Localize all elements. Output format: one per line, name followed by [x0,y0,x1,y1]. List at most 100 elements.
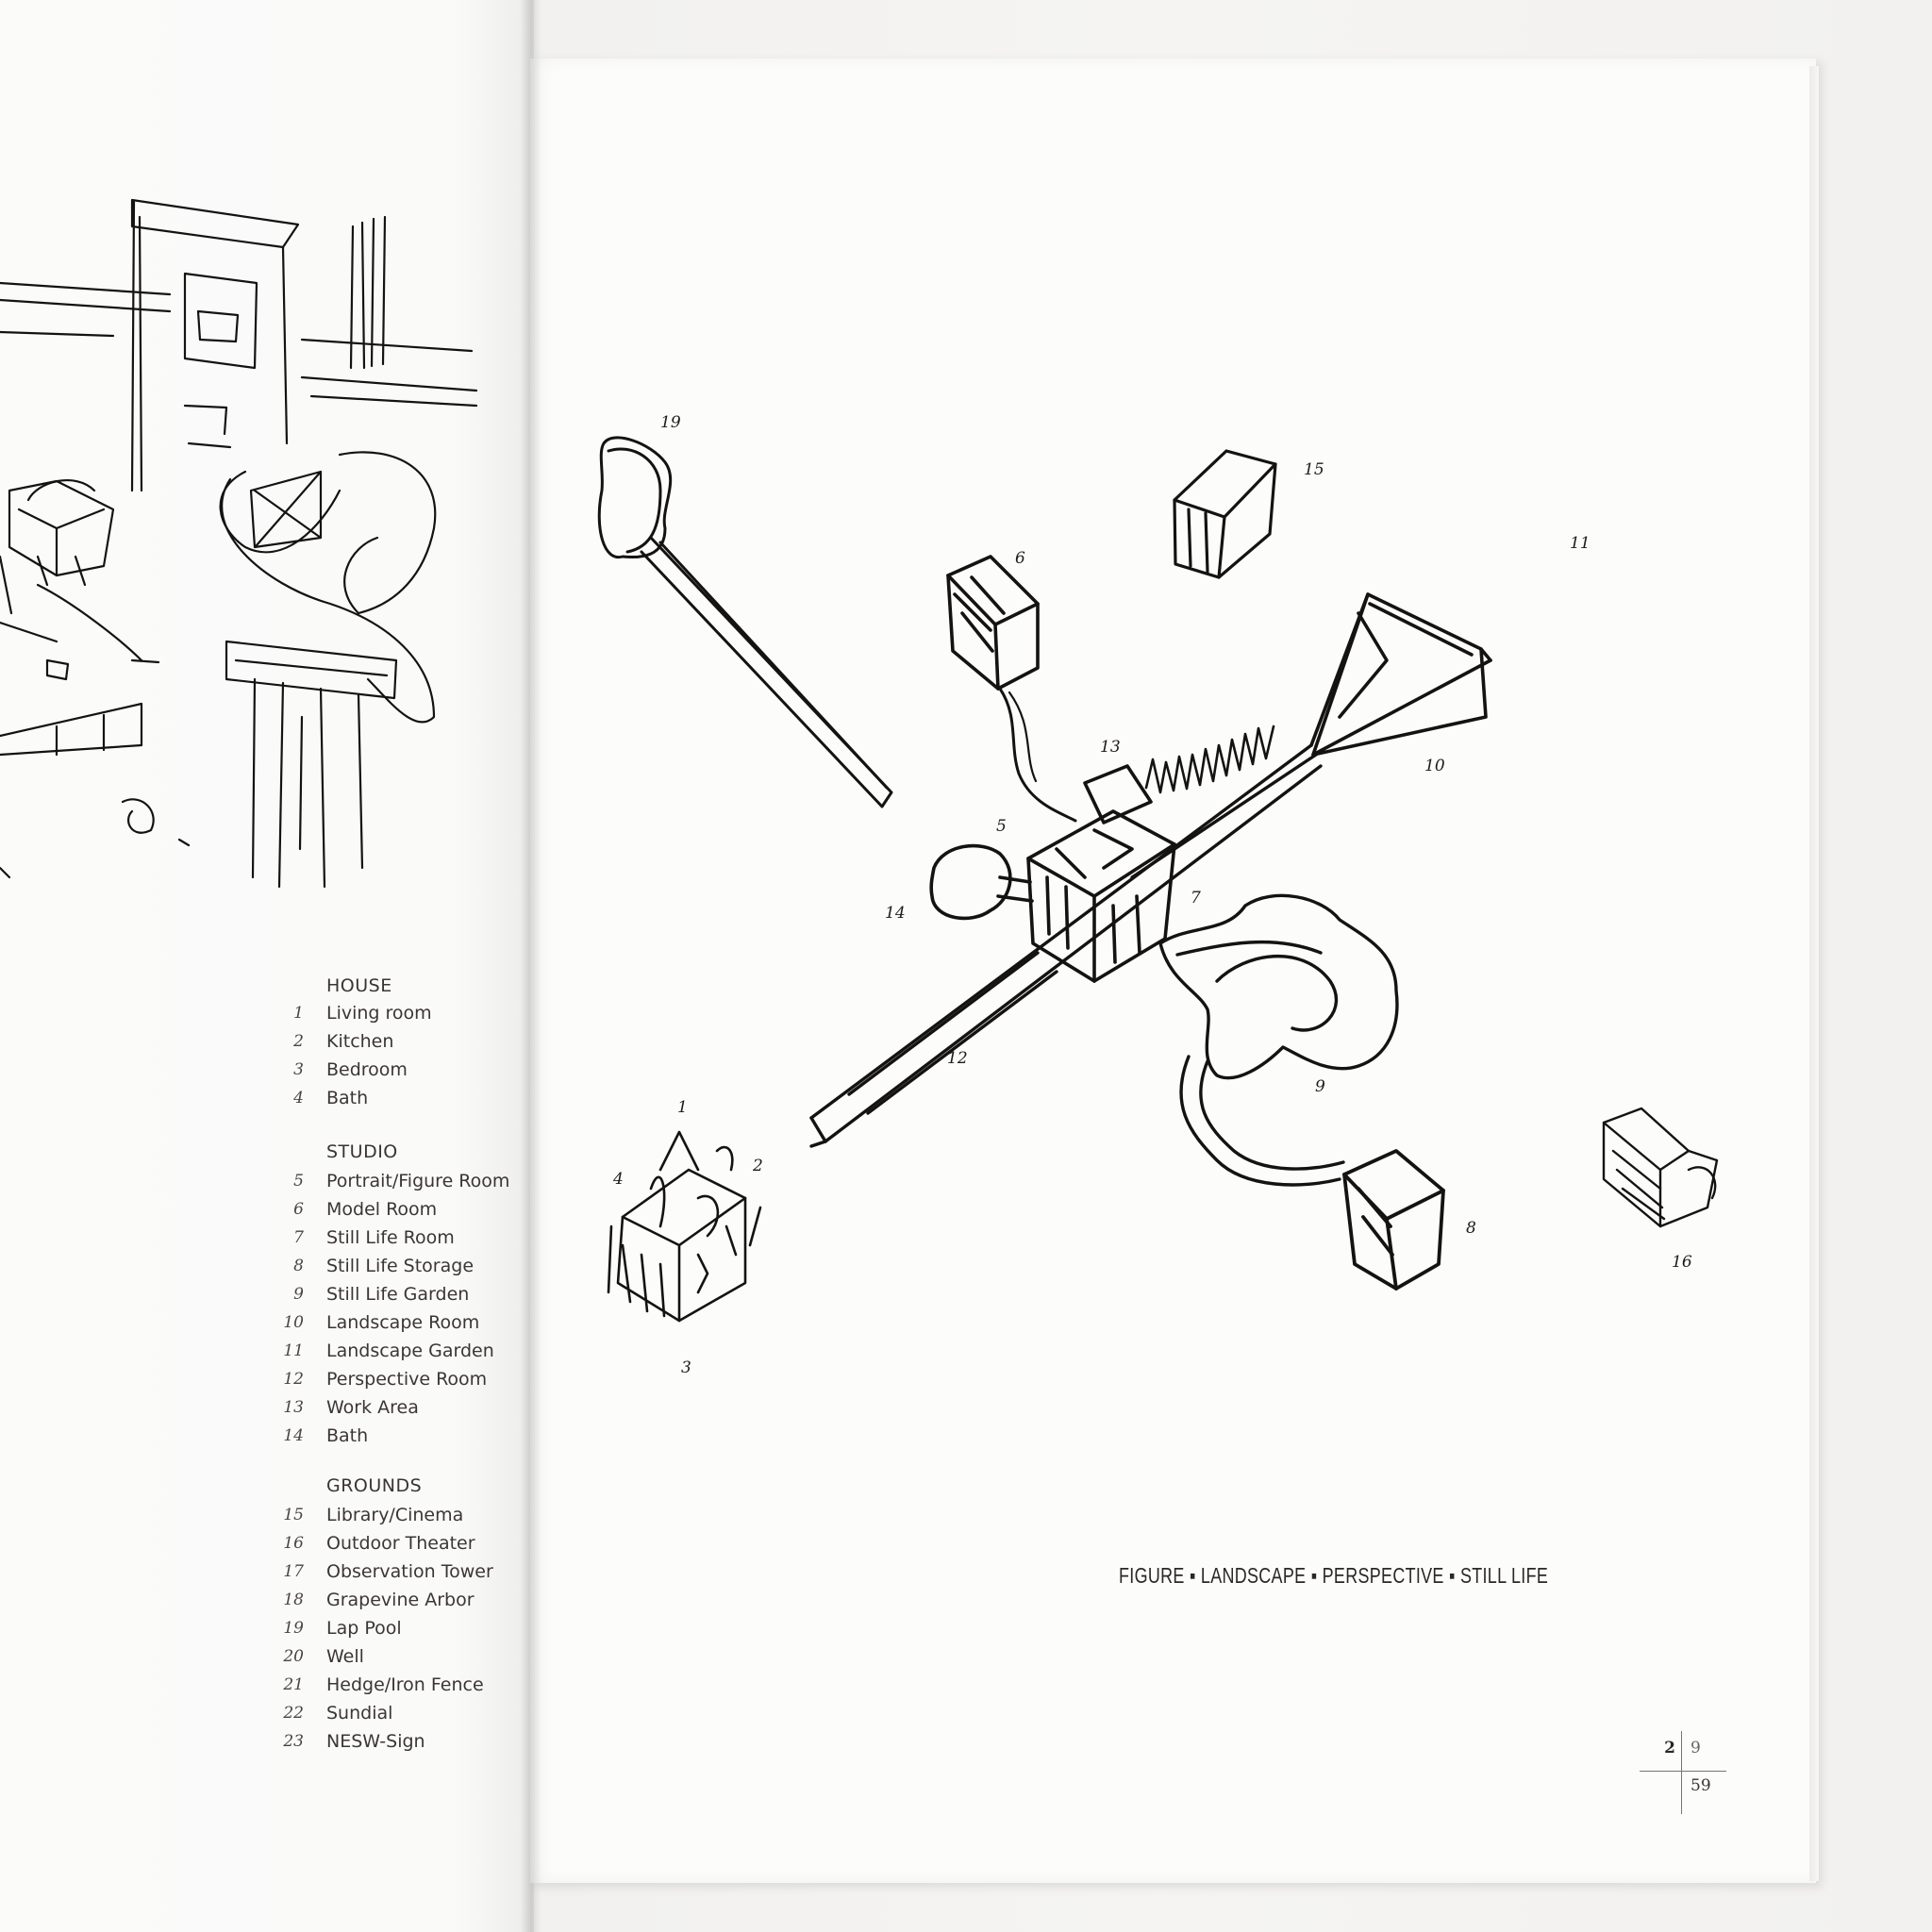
sketch-studio-core [1026,764,1176,983]
sketch-label-15: 15 [1304,460,1324,479]
legend-label: Work Area [326,1397,419,1418]
legend-item: 4 Bath [268,1084,368,1112]
legend-label: Landscape Garden [326,1341,494,1361]
legend-item: 13 Work Area [268,1393,419,1422]
legend-label: Kitchen [326,1031,394,1052]
legend-label: Still Life Storage [326,1256,475,1276]
legend-label: Portrait/Figure Room [326,1171,510,1191]
legend-item: 14 Bath [268,1422,368,1450]
legend-label: Perspective Room [326,1369,488,1390]
legend-number: 4 [293,1089,304,1108]
folio-horizontal-rule [1640,1771,1726,1772]
legend-label: Lap Pool [326,1618,402,1639]
legend-label: Bath [326,1425,369,1446]
sketch-bath [929,843,1034,921]
sketch-hedge [1144,724,1275,794]
sketch-label-2: 2 [753,1157,763,1175]
legend-label: Observation Tower [326,1561,493,1582]
legend-item: 3 Bedroom [268,1056,408,1084]
legend-number: 5 [293,1172,304,1191]
legend-number: 1 [293,1004,304,1023]
legend-number: 14 [283,1426,304,1445]
legend-item: 19 Lap Pool [268,1614,402,1642]
legend-number: 3 [293,1060,304,1079]
sketch-label-16: 16 [1672,1253,1692,1272]
legend-number: 16 [283,1534,304,1553]
legend-label: Living room [326,1003,432,1024]
legend-number: 21 [283,1675,304,1694]
sketch-outdoor-theater [1602,1107,1719,1228]
figure-caption: FIGURE ▪ LANDSCAPE ▪ PERSPECTIVE ▪ STILL… [1119,1563,1549,1588]
sketch-label-4: 4 [613,1170,624,1189]
book-gutter [521,0,541,1932]
legend-number: 20 [283,1647,304,1666]
sketch-model-room [946,555,1040,691]
legend-number: 9 [293,1285,304,1304]
legend-item: 7 Still Life Room [268,1224,455,1252]
legend-label: NESW-Sign [326,1731,425,1752]
page-number: 59 [1690,1776,1711,1795]
legend-number: 8 [293,1257,304,1275]
legend-number: 15 [283,1506,304,1524]
legend-number: 11 [283,1341,304,1360]
sketch-house [607,1130,762,1323]
legend-label: Well [326,1646,364,1667]
legend-number: 17 [283,1562,304,1581]
legend-label: Landscape Room [326,1312,480,1333]
legend-label: Bath [326,1088,369,1108]
sketch-label-6: 6 [1015,549,1025,568]
sketch-still-life-garden [1158,893,1399,1187]
legend-item: 21 Hedge/Iron Fence [268,1671,484,1699]
sketch-label-10: 10 [1424,757,1445,775]
legend-item: 20 Well [268,1642,364,1671]
legend-label: Still Life Room [326,1227,455,1248]
left-page [0,0,534,1932]
legend-label: Library/Cinema [326,1505,464,1525]
legend-number: 6 [293,1200,304,1219]
legend-item: 9 Still Life Garden [268,1280,469,1308]
sketch-label-5: 5 [996,817,1007,836]
sketch-label-14: 14 [885,904,906,923]
sketch-label-7: 7 [1191,889,1201,908]
legend-number: 23 [283,1732,304,1751]
sketch-label-8: 8 [1466,1219,1476,1238]
legend-number: 2 [293,1032,304,1051]
legend-label: Still Life Garden [326,1284,470,1305]
legend-item: 2 Kitchen [268,1027,393,1056]
page-edge [1809,66,1819,1881]
legend-item: 6 Model Room [268,1195,437,1224]
legend-number: 13 [283,1398,304,1417]
sketch-perspective-room [809,743,1323,1148]
legend-item: 15 Library/Cinema [268,1501,463,1529]
legend-label: Bedroom [326,1059,408,1080]
legend-label: Hedge/Iron Fence [326,1674,484,1695]
legend-number: 19 [283,1619,304,1638]
sketch-label-3: 3 [681,1358,691,1377]
sketch-lap-pool [597,436,893,808]
left-page-sketch [0,198,478,889]
legend-item: 17 Observation Tower [268,1557,493,1586]
legend-item: 22 Sundial [268,1699,392,1727]
legend-label: Model Room [326,1199,438,1220]
sketch-label-13: 13 [1100,738,1121,757]
legend-label: Sundial [326,1703,393,1724]
legend-title-house: HOUSE [326,975,392,996]
sketch-label-19: 19 [660,413,681,432]
sketch-library [1173,449,1277,579]
legend-number: 7 [293,1228,304,1247]
legend-label: Grapevine Arbor [326,1590,475,1610]
legend-item: 5 Portrait/Figure Room [268,1167,509,1195]
sketch-label-12: 12 [947,1049,968,1068]
legend-number: 22 [283,1704,304,1723]
legend-title-grounds: GROUNDS [326,1475,423,1496]
legend-label: Outdoor Theater [326,1533,475,1554]
sketch-label-9: 9 [1315,1077,1325,1096]
legend-item: 11 Landscape Garden [268,1337,494,1365]
sketch-landscape-room [1309,592,1492,757]
sketch-still-life-storage [1342,1149,1445,1291]
folio-number-b: 9 [1690,1739,1701,1757]
